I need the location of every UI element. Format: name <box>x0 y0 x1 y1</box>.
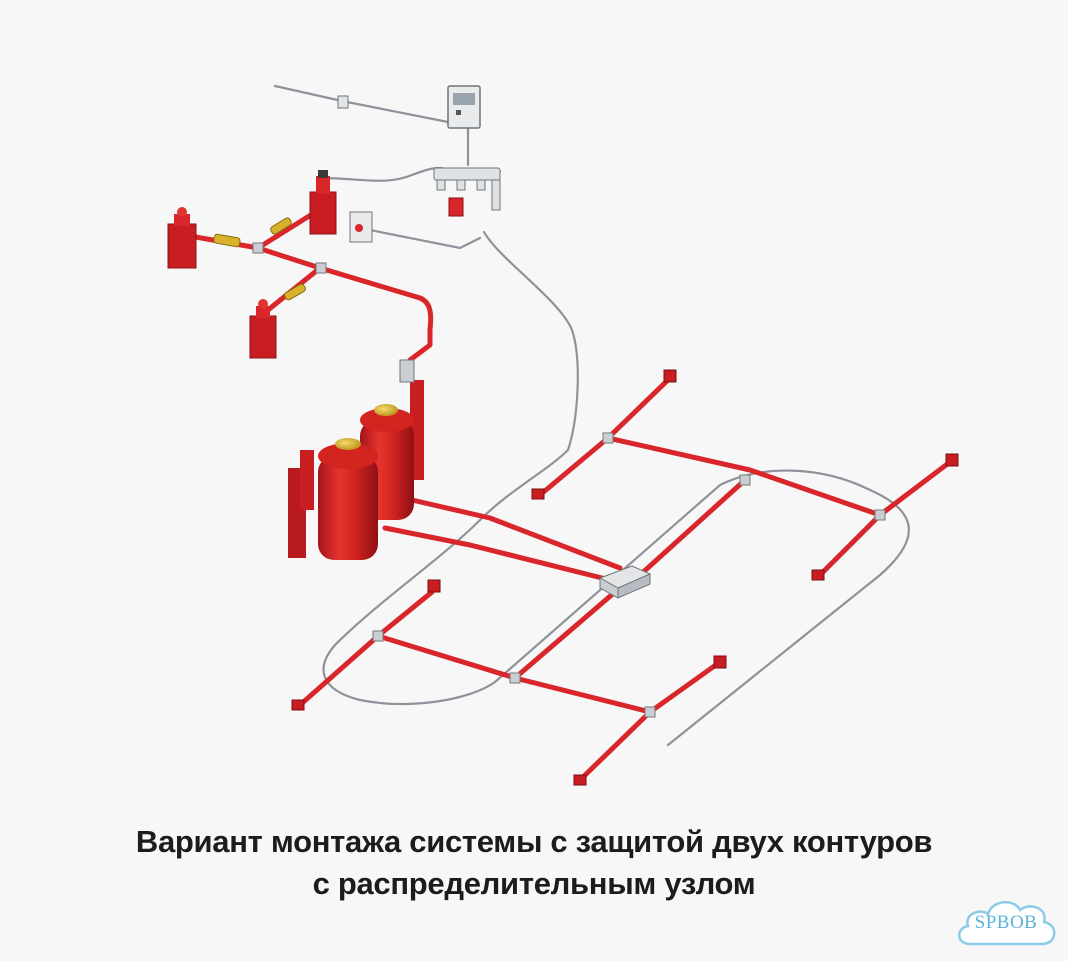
watermark-logo: SPBOB <box>950 890 1062 956</box>
distribution-node <box>598 565 652 599</box>
cable-junction <box>337 95 349 109</box>
cylinder-valve-head <box>399 359 415 383</box>
cloud-icon <box>958 901 1056 946</box>
valve-actuator-2 <box>309 170 337 235</box>
terminal-block <box>433 167 501 211</box>
pipe-joints <box>252 242 886 718</box>
valve-actuator-3 <box>249 299 277 359</box>
gas-cylinder-front <box>318 438 378 560</box>
control-cables <box>273 84 910 747</box>
installation-diagram <box>167 84 959 786</box>
valve-actuator-1 <box>167 207 197 269</box>
caption-line-1: Вариант монтажа системы с защитой двух к… <box>135 824 933 859</box>
control-panel <box>447 85 481 129</box>
caption-line-2: с распределительным узлом <box>312 866 756 901</box>
manual-release-box <box>349 211 373 243</box>
watermark-text: SPBOB <box>974 912 1038 933</box>
alarm-button <box>448 197 464 217</box>
nozzles <box>291 369 959 786</box>
brass-couplings <box>213 217 306 301</box>
